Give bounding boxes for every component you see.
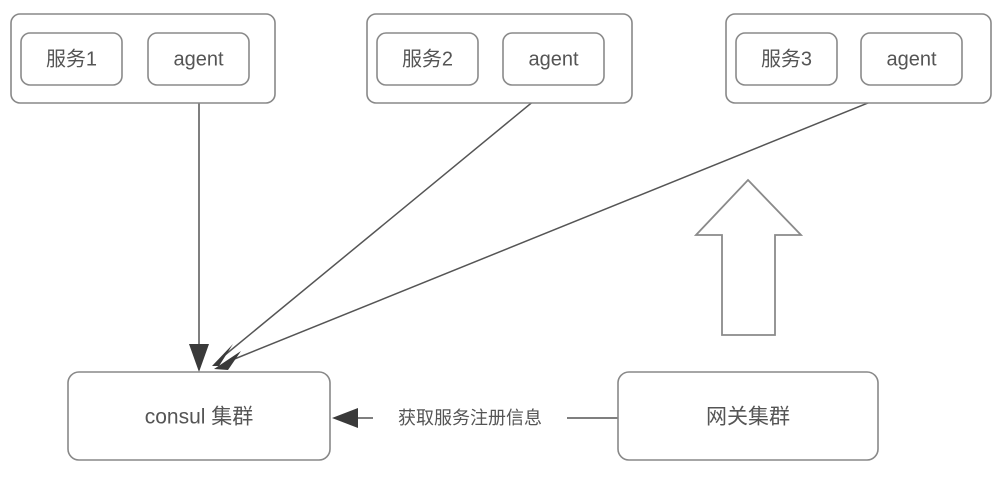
arrowhead-agent2 (212, 344, 233, 366)
block-arrow-up-icon (693, 178, 804, 336)
service-group-3[interactable]: 服务3 agent (725, 13, 992, 104)
consul-cluster-box[interactable] (67, 371, 331, 461)
agent-2-box[interactable] (502, 32, 605, 86)
edge-agent3-to-consul (214, 85, 911, 370)
service-group-2[interactable]: 服务2 agent (366, 13, 633, 104)
edge-line-agent3 (231, 85, 911, 361)
gateway-cluster-node[interactable]: 网关集群 (617, 371, 879, 461)
consul-cluster-node[interactable]: consul 集群 (67, 371, 331, 461)
agent-1-label: agent (173, 48, 223, 70)
agent-2-label: agent (528, 48, 578, 70)
gateway-cluster-box[interactable] (617, 371, 879, 461)
agent-3-label: agent (886, 48, 936, 70)
edge-gateway-to-consul: 获取服务注册信息 (332, 404, 618, 432)
arrowhead-gateway (332, 408, 358, 428)
agent-1-box[interactable] (147, 32, 250, 86)
service-3-label: 服务3 (761, 47, 812, 70)
agent-3-box[interactable] (860, 32, 963, 86)
edge-line-agent2 (224, 85, 553, 356)
service-1-box[interactable] (20, 32, 123, 86)
arrowhead-agent3 (214, 351, 241, 370)
edge-agent1-to-consul (189, 86, 209, 372)
service-2-box[interactable] (376, 32, 479, 86)
gateway-up-block-arrow (693, 178, 804, 336)
consul-cluster-label: consul 集群 (145, 406, 254, 429)
arrowhead-agent1 (189, 344, 209, 372)
service-3-box[interactable] (735, 32, 838, 86)
edge-agent2-to-consul (212, 85, 553, 366)
service-2-label: 服务2 (402, 47, 453, 70)
edge-label-background (373, 404, 567, 432)
gateway-cluster-label: 网关集群 (706, 406, 790, 429)
edge-label-gateway-to-consul: 获取服务注册信息 (398, 408, 542, 428)
service-1-label: 服务1 (46, 47, 97, 70)
service-group-1[interactable]: 服务1 agent (10, 13, 276, 104)
